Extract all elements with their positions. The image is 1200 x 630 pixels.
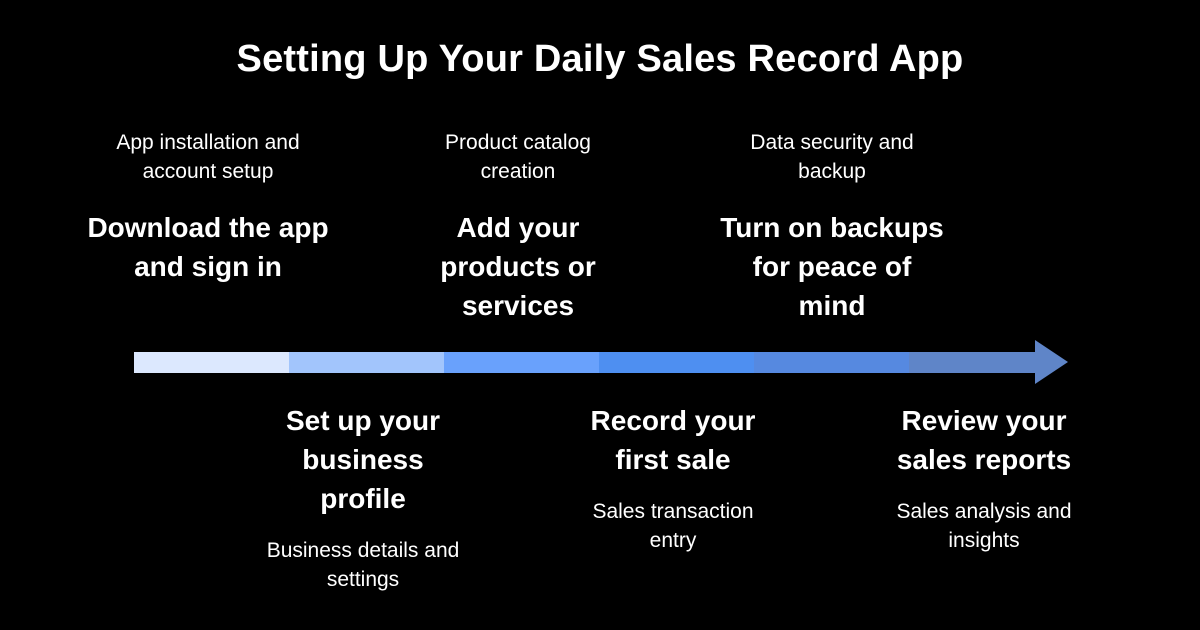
page-title: Setting Up Your Daily Sales Record App — [236, 38, 964, 80]
timeline-segment-3 — [444, 352, 599, 373]
step-1-subtitle: App installation and account setup — [116, 131, 300, 183]
step-5-subtitle: Data security and backup — [750, 131, 914, 183]
timeline-segment-6 — [909, 352, 1035, 373]
step-6: Review your sales reports Sales analysis… — [854, 401, 1114, 555]
step-3: Product catalog creation Add your produc… — [388, 128, 648, 325]
step-2-heading: Set up your business profile — [285, 405, 440, 514]
step-5-heading: Turn on backups for peace of mind — [720, 212, 944, 321]
step-5: Data security and backup Turn on backups… — [702, 128, 962, 325]
step-3-heading: Add your products or services — [440, 212, 596, 321]
step-4-subtitle: Sales transaction entry — [592, 500, 754, 552]
step-6-heading: Review your sales reports — [896, 405, 1072, 475]
step-3-subtitle: Product catalog creation — [445, 131, 591, 183]
timeline-segment-1 — [134, 352, 289, 373]
step-2-subtitle: Business details and settings — [266, 539, 460, 591]
arrow-head-icon — [1035, 340, 1068, 384]
step-2: Set up your business profile Business de… — [233, 401, 493, 594]
step-1: App installation and account setup Downl… — [78, 128, 338, 286]
step-1-heading: Download the app and sign in — [87, 212, 329, 282]
timeline-arrow-bar — [134, 352, 1035, 373]
step-4-heading: Record your first sale — [590, 405, 756, 475]
timeline-segment-5 — [754, 352, 909, 373]
step-4: Record your first sale Sales transaction… — [543, 401, 803, 555]
timeline-segment-2 — [289, 352, 444, 373]
step-6-subtitle: Sales analysis and insights — [896, 500, 1072, 552]
timeline-segment-4 — [599, 352, 754, 373]
